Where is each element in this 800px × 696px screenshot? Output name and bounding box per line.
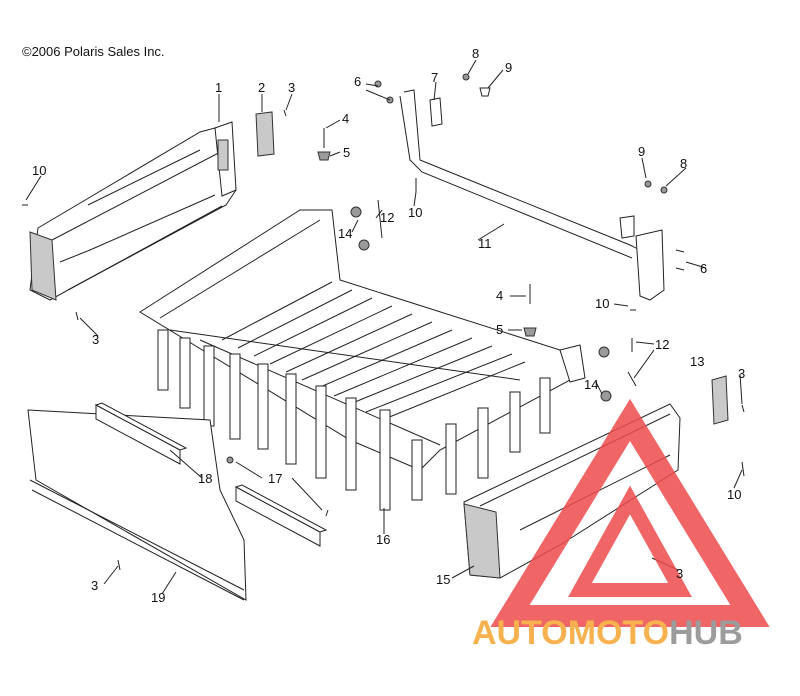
callout-11: 11 (478, 236, 492, 251)
callout-10-right: 10 (595, 296, 609, 311)
callout-3-top: 3 (288, 80, 295, 95)
callout-17: 17 (268, 471, 282, 486)
callout-10-left: 10 (32, 163, 46, 178)
cargo-bed-part (139, 209, 586, 511)
callout-8-top: 8 (472, 46, 479, 61)
foam-strip-upper (94, 402, 188, 465)
rear-frame-part (399, 89, 665, 301)
callout-1: 1 (215, 80, 222, 95)
callout-10-center: 10 (408, 205, 422, 220)
callout-4-top: 4 (342, 111, 349, 126)
callout-6-top: 6 (354, 74, 361, 89)
watermark-triangle (490, 398, 770, 627)
callout-labels: 1 2 3 4 5 6 7 8 9 9 8 10 10 14 12 3 11 6… (32, 46, 745, 605)
floor-ribs (221, 281, 526, 421)
automotohub-watermark: AUTOMOTOHUB (472, 398, 770, 652)
callout-3-bottom-right: 3 (676, 566, 683, 581)
callout-5-top: 5 (343, 145, 350, 160)
callout-7: 7 (431, 70, 438, 85)
callout-9-top: 9 (505, 60, 512, 75)
callout-3-bottom-left: 3 (91, 578, 98, 593)
watermark-inner-triangle (568, 485, 692, 597)
callout-15: 15 (436, 572, 450, 587)
callout-5-center: 5 (496, 322, 503, 337)
callout-14-right: 14 (584, 377, 598, 392)
tailgate-panel-part (27, 409, 247, 601)
front-panel-part (29, 121, 237, 301)
callout-3-right: 3 (738, 366, 745, 381)
callout-10-bottom: 10 (727, 487, 741, 502)
leader-lines (25, 59, 743, 595)
callout-14-top: 14 (338, 226, 352, 241)
hardware-bolts (22, 73, 745, 571)
watermark-text: AUTOMOTOHUB (472, 614, 743, 652)
foam-strip-lower (234, 484, 328, 547)
pad-part-2 (255, 111, 275, 157)
callout-6-right: 6 (700, 261, 707, 276)
callout-2: 2 (258, 80, 265, 95)
callout-18: 18 (198, 471, 212, 486)
copyright-text: ©2006 Polaris Sales Inc. (22, 44, 165, 59)
callout-8-right: 8 (680, 156, 687, 171)
callout-13: 13 (690, 354, 704, 369)
callout-3-left: 3 (92, 332, 99, 347)
callout-12-right: 12 (655, 337, 669, 352)
bed-legs (157, 329, 551, 511)
pad-part-13 (711, 375, 729, 425)
callout-16: 16 (376, 532, 390, 547)
callout-4-center: 4 (496, 288, 503, 303)
callout-12-top: 12 (380, 210, 394, 225)
callout-19: 19 (151, 590, 165, 605)
callout-9-right: 9 (638, 144, 645, 159)
